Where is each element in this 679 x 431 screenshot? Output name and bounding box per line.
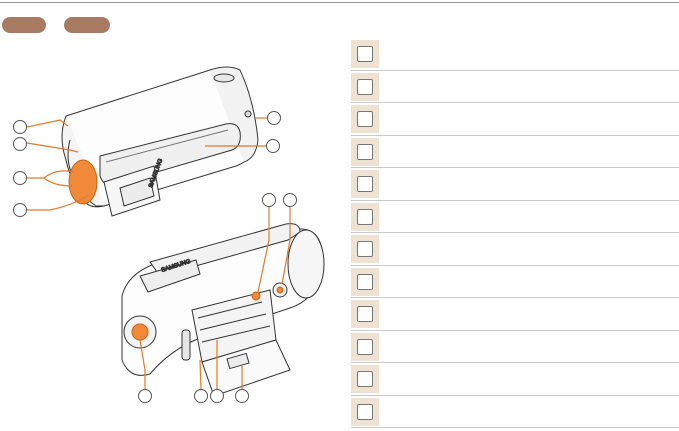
camcorder-figure: SAMSUNG SAMSU — [0, 40, 345, 426]
item-number — [357, 143, 373, 160]
callout-top-3 — [13, 171, 27, 185]
number-box — [351, 105, 379, 133]
camcorder-illustration: SAMSUNG SAMSU — [26, 66, 325, 397]
item-number — [357, 176, 373, 192]
number-box — [351, 267, 379, 296]
number-box — [351, 235, 379, 263]
callout-top-2 — [13, 137, 27, 151]
callout-bottom-6 — [235, 389, 249, 403]
parts-list-row — [351, 396, 679, 428]
item-number — [357, 78, 373, 95]
number-box — [351, 40, 379, 68]
parts-list — [351, 38, 679, 428]
callout-bottom-5 — [210, 389, 224, 403]
number-box — [351, 72, 379, 101]
callout-bottom-1 — [262, 193, 276, 207]
number-box — [351, 332, 379, 361]
callout-top-5 — [267, 111, 281, 125]
parts-list-row — [351, 266, 679, 298]
item-number — [357, 273, 373, 290]
parts-list-row — [351, 103, 679, 136]
callout-top-1 — [13, 120, 27, 134]
lens-highlight — [68, 159, 98, 205]
camcorder-rear-view: SAMSUNG — [121, 223, 325, 397]
item-number — [357, 371, 373, 387]
leader-lines-top — [26, 117, 268, 211]
parts-list-row — [351, 71, 679, 103]
number-box — [351, 202, 379, 231]
item-number — [357, 46, 373, 62]
section-tab-2[interactable] — [64, 17, 110, 33]
number-box — [351, 170, 379, 198]
item-number — [357, 241, 373, 257]
callout-top-6 — [266, 139, 280, 153]
parts-list-row — [351, 298, 679, 331]
parts-list-row — [351, 331, 679, 363]
camcorder-side-view: SAMSUNG — [61, 66, 259, 217]
parts-list-row — [351, 363, 679, 396]
item-number — [357, 208, 373, 225]
item-number — [357, 306, 373, 322]
number-box — [351, 137, 379, 166]
callout-top-4 — [13, 203, 27, 217]
top-rule — [0, 2, 679, 3]
callout-bottom-4 — [194, 389, 208, 403]
parts-list-row — [351, 38, 679, 71]
section-tab-1[interactable] — [2, 17, 46, 33]
number-box — [351, 300, 379, 328]
parts-list-row — [351, 201, 679, 233]
callout-bottom-2 — [283, 193, 297, 207]
leader-lines-bottom — [139, 206, 291, 391]
parts-list-row — [351, 233, 679, 266]
item-number — [357, 403, 373, 420]
number-box — [351, 365, 379, 393]
number-box — [351, 397, 379, 426]
item-number — [357, 338, 373, 355]
parts-list-row — [351, 168, 679, 201]
parts-list-row — [351, 136, 679, 168]
callout-bottom-3 — [138, 389, 152, 403]
item-number — [357, 111, 373, 127]
